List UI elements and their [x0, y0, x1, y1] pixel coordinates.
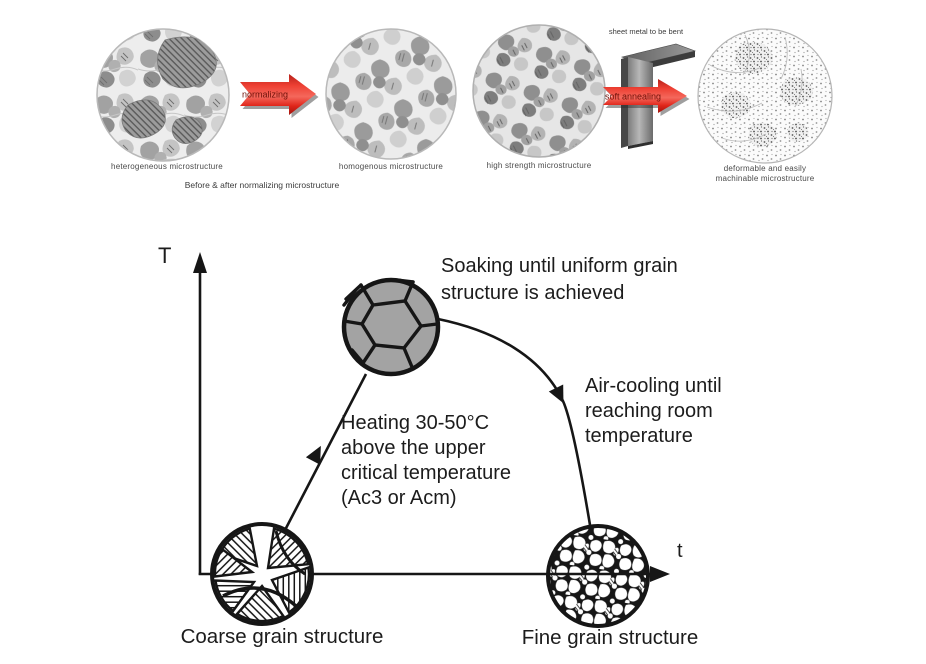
heating-curve [282, 373, 368, 533]
sheet-metal-label: sheet metal to be bent [608, 27, 684, 36]
heterogeneous-micrograph-label: heterogeneous microstructure [111, 162, 223, 171]
cooling-annotation: Air-cooling until reaching room temperat… [585, 375, 722, 447]
temperature-axis-arrowhead [193, 252, 207, 273]
before-after-caption: Before & after normalizing microstructur… [184, 180, 340, 190]
fine-grain-structure-image [546, 524, 650, 628]
uniform-grain-structure-image [341, 277, 441, 377]
soaking-annotation: Soaking until uniform grain structure is… [441, 255, 678, 304]
soft-annealing-arrow-label: soft annealing [605, 92, 661, 102]
time-axis-label: t [677, 540, 683, 562]
fine-grain-label: Fine grain structure [521, 626, 699, 649]
time-axis-arrowhead [650, 566, 670, 582]
coarse-grain-structure-image [210, 522, 314, 626]
coarse-grain-label: Coarse grain structure [180, 625, 384, 648]
micrograph-strip-graphic: normalizing soft annealing [96, 24, 833, 164]
heating-annotation: Heating 30-50°C above the upper critical… [341, 412, 512, 509]
homogenous-micrograph-label: homogenous microstructure [338, 162, 444, 171]
normalizing-arrow: normalizing [240, 74, 319, 118]
homogenous-micrograph-image [325, 28, 457, 160]
high-strength-micrograph-label: high strength microstructure [486, 161, 592, 170]
normalizing-arrow-label: normalizing [242, 90, 288, 100]
soft-annealing-arrow: soft annealing [603, 79, 690, 116]
high-strength-micrograph-image [472, 24, 606, 158]
heterogeneous-micrograph-image [96, 28, 230, 162]
cooling-curve [437, 317, 592, 526]
temperature-axis-label: T [158, 243, 172, 268]
normalizing-cycle-diagram [193, 252, 670, 628]
deformable-micrograph-image [697, 28, 833, 164]
deformable-micrograph-label: deformable and easily machinable microst… [715, 164, 815, 183]
